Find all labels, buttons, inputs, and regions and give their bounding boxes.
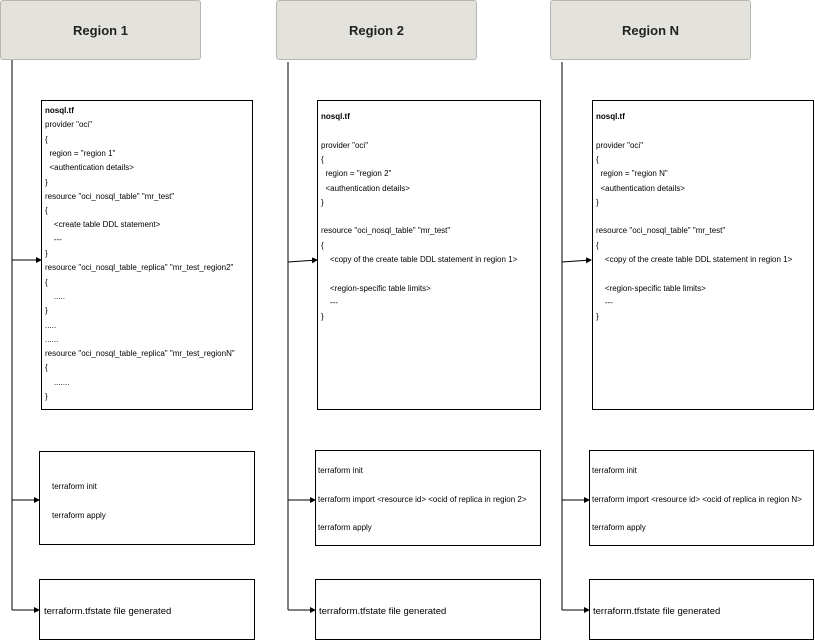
region-1-tf-line: } <box>45 249 48 258</box>
region-2-tf-line: } <box>321 197 324 207</box>
region-1-tf-line: { <box>45 206 48 216</box>
region-2-tf-line: { <box>321 154 324 164</box>
region-2-nosql-tf-box: nosql.tf provider "oci" { region = "region… <box>317 100 541 410</box>
region-1-tf-filename: nosql.tf <box>45 106 74 115</box>
region-n-tf-filename: nosql.tf <box>596 112 625 121</box>
region-2-tfstate-box: terraform.tfstate file generated <box>315 579 541 640</box>
region-2-tf-line: provider "oci" <box>321 140 369 150</box>
region-n-tf-line: <copy of the create table DDL statement … <box>596 255 793 264</box>
region-1-tf-line: ..... <box>45 291 66 301</box>
region-n-terraform-commands-box: terraform init terraform import <resource… <box>589 450 814 546</box>
region-n-command-line: terraform init <box>592 466 637 475</box>
region-1-command-line: terraform init <box>52 482 97 491</box>
region-2-tf-line: <region-specific table limits> <box>321 283 431 293</box>
region-2-tfstate-text: terraform.tfstate file generated <box>319 606 447 617</box>
region-n-tf-line: } <box>596 312 599 322</box>
region-1-tf-line: --- <box>45 234 62 244</box>
region-1-tf-line: provider "oci" <box>45 120 93 130</box>
region-1-tf-line: <create table DDL statement> <box>45 220 161 230</box>
region-1-tf-line: resource "oci_nosql_table_replica" "mr_t… <box>45 263 234 273</box>
region-n-tf-line: --- <box>596 297 613 307</box>
region-n-tf-line: <region-specific table limits> <box>596 283 706 293</box>
region-1-command-line: terraform apply <box>52 511 106 520</box>
region-n-tf-line: } <box>596 197 599 207</box>
region-1-tf-line: { <box>45 277 48 287</box>
region-1-tfstate-text: terraform.tfstate file generated <box>44 606 172 617</box>
region-2-command-line: terraform apply <box>318 523 372 533</box>
region-n-nosql-tf-box: nosql.tf provider "oci" { region = "region… <box>592 100 814 410</box>
region-1-tf-line: resource "oci_nosql_table_replica" "mr_t… <box>45 349 235 359</box>
region-1-tf-line: { <box>45 134 48 144</box>
region-2-tf-line: <authentication details> <box>321 183 410 193</box>
region-2-tf-line: region = "region 2" <box>321 169 392 179</box>
region-1-tf-line: resource "oci_nosql_table" "mr_test" <box>45 191 175 201</box>
region-2-tf-line: --- <box>321 297 338 307</box>
region-2-header: Region 2 <box>276 0 477 60</box>
region-2-tf-line: resource "oci_nosql_table" "mr_test" <box>321 226 451 236</box>
region-2-tf-filename: nosql.tf <box>321 112 350 121</box>
region-2-title: Region 2 <box>349 22 404 38</box>
region-n-tf-line: provider "oci" <box>596 140 644 150</box>
region-n-title: Region N <box>621 22 680 38</box>
region-n-tf-line: region = "region N" <box>596 169 668 179</box>
region-1-tf-line: } <box>45 177 48 187</box>
region-n-tf-line: resource "oci_nosql_table" "mr_test" <box>596 226 726 236</box>
region-n-tfstate-text: terraform.tfstate file generated <box>593 606 721 617</box>
region-1-tf-line: { <box>45 363 48 373</box>
region-n-command-line: terraform import <resource id> <ocid of … <box>592 494 802 504</box>
region-1-tf-line: } <box>45 306 48 316</box>
region-1-header: Region 1 <box>0 0 201 60</box>
region-1-tf-line: ..... <box>45 320 57 330</box>
region-1-tf-line: ...... <box>45 334 59 344</box>
region-1-nosql-tf-box: nosql.tf provider "oci" { region = "region… <box>41 100 253 410</box>
region-n-tf-line: <authentication details> <box>596 183 685 193</box>
region-2-tf-line: <copy of the create table DDL statement … <box>321 255 518 264</box>
region-n-command-line: terraform apply <box>592 523 646 533</box>
region-1-tf-line: <authentication details> <box>45 163 134 173</box>
connector-region-n <box>561 62 592 613</box>
region-1-tf-line: region = "region 1" <box>45 148 116 158</box>
region-n-tf-line: { <box>596 154 599 164</box>
region-2-command-line: terraform import <resource id> <ocid of … <box>318 494 527 504</box>
region-2-command-line: terraform init <box>318 466 363 475</box>
connector-region-1 <box>11 60 42 613</box>
region-n-tfstate-box: terraform.tfstate file generated <box>589 579 814 640</box>
region-2-terraform-commands-box: terraform init terraform import <resource… <box>315 450 541 546</box>
region-1-tf-line: } <box>45 392 48 401</box>
region-1-title: Region 1 <box>73 22 128 38</box>
region-1-tfstate-box: terraform.tfstate file generated <box>39 579 255 640</box>
region-n-header: Region N <box>550 0 751 60</box>
region-2-tf-line: } <box>321 312 324 322</box>
region-1-terraform-commands-box: terraform init terraform apply <box>39 451 255 545</box>
connector-region-2 <box>287 62 318 613</box>
region-2-tf-line: { <box>321 240 324 250</box>
region-n-tf-line: { <box>596 240 599 250</box>
region-1-tf-line: ....... <box>45 377 70 387</box>
